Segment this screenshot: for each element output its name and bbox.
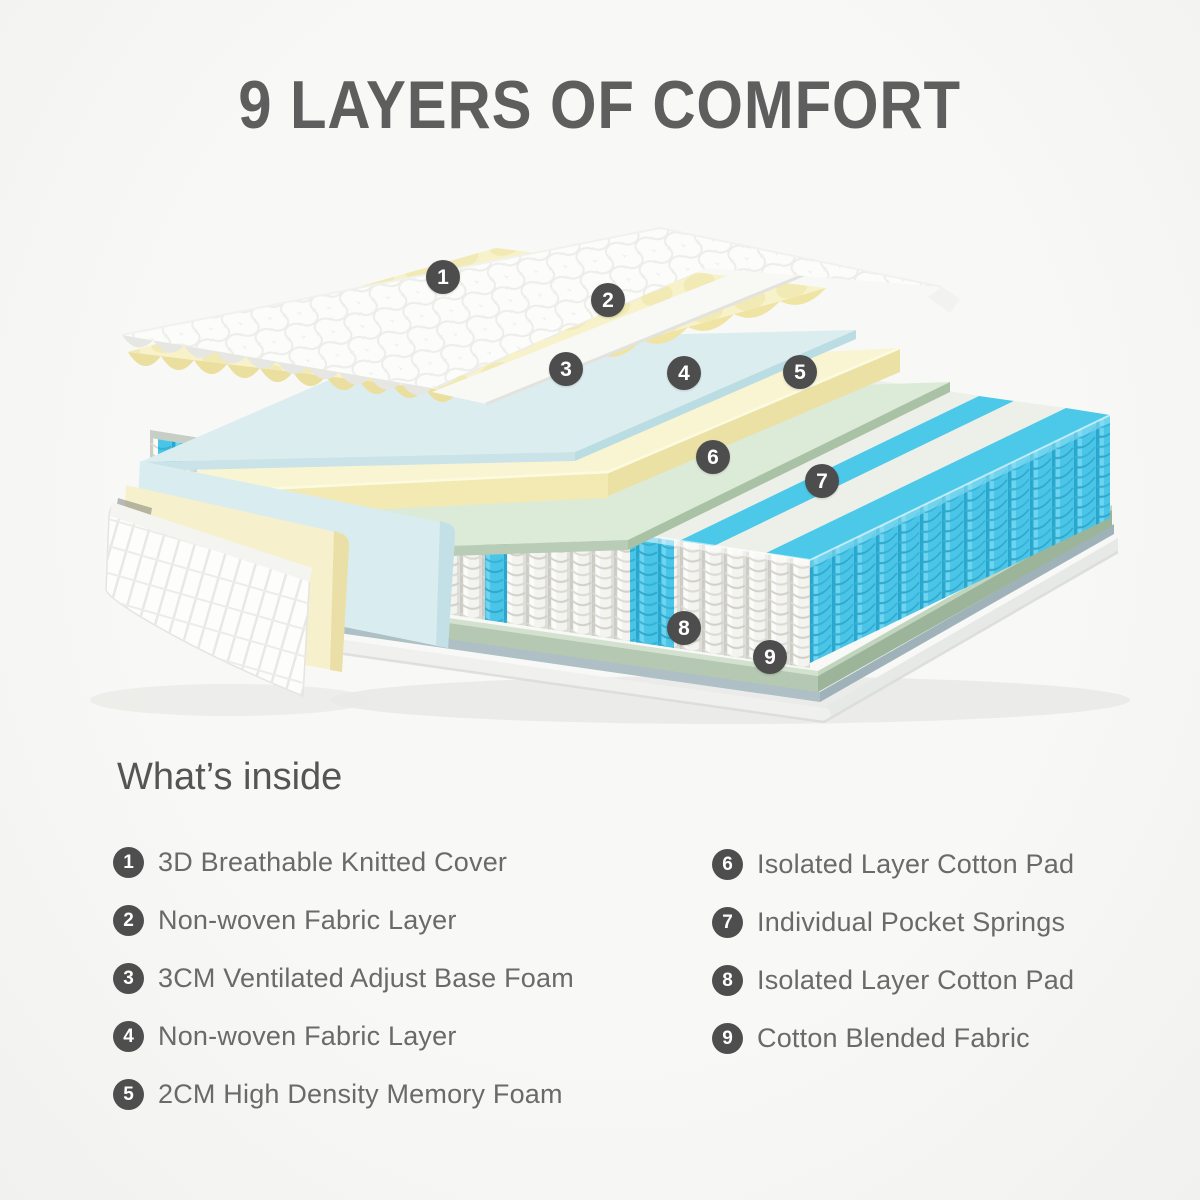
legend-badge-7: 7 xyxy=(712,907,743,938)
legend-item-8: 8 Isolated Layer Cotton Pad xyxy=(712,965,1074,996)
legend-label-7: Individual Pocket Springs xyxy=(757,907,1066,937)
diagram-badge-8: 8 xyxy=(667,611,701,645)
legend-badge-3: 3 xyxy=(113,963,144,994)
diagram-badge-2: 2 xyxy=(591,283,625,317)
legend-badge-2: 2 xyxy=(113,905,144,936)
legend-badge-9: 9 xyxy=(712,1023,743,1054)
legend-badge-8: 8 xyxy=(712,965,743,996)
diagram-badge-4: 4 xyxy=(667,356,701,390)
diagram-badge-9: 9 xyxy=(753,640,787,674)
legend-badge-4: 4 xyxy=(113,1021,144,1052)
legend-label-3: 3CM Ventilated Adjust Base Foam xyxy=(158,963,574,993)
diagram-badge-5: 5 xyxy=(783,355,817,389)
legend-item-7: 7 Individual Pocket Springs xyxy=(712,907,1074,938)
legend-label-4: Non-woven Fabric Layer xyxy=(158,1021,457,1051)
mattress-layers-diagram: 1 2 3 4 5 6 7 8 9 xyxy=(90,226,1130,724)
section-heading: What’s inside xyxy=(117,756,343,798)
diagram-badge-7: 7 xyxy=(805,464,839,498)
legend-label-2: Non-woven Fabric Layer xyxy=(158,905,457,935)
layer-2-nonwoven-sheet xyxy=(432,266,807,406)
legend-badge-6: 6 xyxy=(712,849,743,880)
legend-item-1: 1 3D Breathable Knitted Cover xyxy=(113,847,574,878)
diagram-badge-3: 3 xyxy=(549,352,583,386)
legend-right-column: 6 Isolated Layer Cotton Pad 7 Individual… xyxy=(712,849,1074,1081)
legend-label-8: Isolated Layer Cotton Pad xyxy=(757,965,1075,995)
legend-item-9: 9 Cotton Blended Fabric xyxy=(712,1023,1074,1054)
legend-label-1: 3D Breathable Knitted Cover xyxy=(158,847,508,877)
legend-item-2: 2 Non-woven Fabric Layer xyxy=(113,905,574,936)
mattress-layers-illustration xyxy=(90,226,1130,724)
page-title-text: 9 LAYERS OF COMFORT xyxy=(238,67,962,143)
legend-item-5: 5 2CM High Density Memory Foam xyxy=(113,1079,574,1110)
diagram-badge-6: 6 xyxy=(696,440,730,474)
legend-badge-5: 5 xyxy=(113,1079,144,1110)
legend-item-6: 6 Isolated Layer Cotton Pad xyxy=(712,849,1074,880)
legend-badge-1: 1 xyxy=(113,847,144,878)
diagram-badge-1: 1 xyxy=(426,260,460,294)
page-title: 9 LAYERS OF COMFORT xyxy=(0,66,1200,144)
legend-label-5: 2CM High Density Memory Foam xyxy=(158,1079,563,1109)
legend-item-3: 3 3CM Ventilated Adjust Base Foam xyxy=(113,963,574,994)
legend-item-4: 4 Non-woven Fabric Layer xyxy=(113,1021,574,1052)
legend-left-column: 1 3D Breathable Knitted Cover 2 Non-wove… xyxy=(113,847,574,1137)
legend-label-6: Isolated Layer Cotton Pad xyxy=(757,849,1075,879)
layer-9-cotton-blended-fabric xyxy=(301,538,1119,724)
legend-label-9: Cotton Blended Fabric xyxy=(757,1023,1030,1053)
